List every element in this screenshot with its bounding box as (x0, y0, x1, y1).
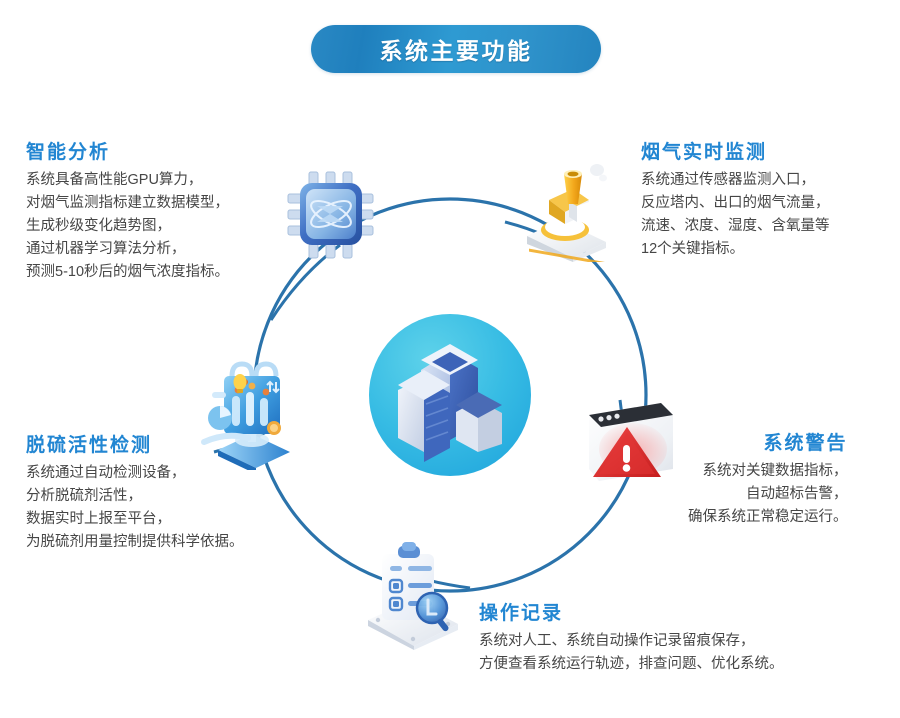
feature-title-operation-log: 操作记录 (479, 603, 564, 624)
center-circle (369, 314, 531, 476)
lab-test-tubes-icon (196, 358, 308, 470)
feature-line: 为脱硫剂用量控制提供科学依据。 (26, 534, 244, 550)
feature-block-desulfurization: 脱硫活性检测 系统通过自动检测设备， 分析脱硫剂活性， 数据实时上报至平台， 为… (26, 430, 244, 554)
feature-line: 系统对关键数据指标， (702, 463, 848, 479)
feature-title-desulfurization: 脱硫活性检测 (26, 435, 153, 456)
feature-line: 数据实时上报至平台， (26, 511, 171, 527)
feature-block-ai: 智能分析 系统具备高性能GPU算力， 对烟气监测指标建立数据模型， 生成秒级变化… (26, 137, 229, 284)
gpu-chip-icon (283, 166, 379, 266)
smoke-stack-sensor-icon (503, 156, 617, 262)
city-buildings-icon (398, 344, 502, 462)
feature-lines-operation-log: 系统对人工、系统自动操作记录留痕保存， 方便查看系统运行轨迹，排查问题、优化系统… (479, 630, 784, 676)
feature-line: 生成秒级变化趋势图， (26, 218, 171, 234)
feature-title-flue: 烟气实时监测 (641, 142, 768, 163)
feature-line: 自动超标告警， (746, 486, 848, 502)
feature-block-alert: 系统警告 系统对关键数据指标， 自动超标告警， 确保系统正常稳定运行。 (688, 428, 848, 529)
feature-line: 系统通过传感器监测入口， (641, 172, 815, 188)
feature-lines-ai: 系统具备高性能GPU算力， 对烟气监测指标建立数据模型， 生成秒级变化趋势图， … (26, 169, 229, 284)
feature-line: 流速、浓度、湿度、含氧量等 (641, 218, 830, 234)
page-title-pill: 系统主要功能 (311, 25, 601, 73)
feature-line: 系统通过自动检测设备， (26, 465, 186, 481)
feature-block-operation-log: 操作记录 系统对人工、系统自动操作记录留痕保存， 方便查看系统运行轨迹，排查问题… (479, 598, 784, 676)
feature-line: 系统对人工、系统自动操作记录留痕保存， (479, 633, 755, 649)
clipboard-search-icon (354, 538, 470, 650)
feature-line: 确保系统正常稳定运行。 (688, 509, 848, 525)
feature-lines-alert: 系统对关键数据指标， 自动超标告警， 确保系统正常稳定运行。 (688, 460, 848, 529)
page-title: 系统主要功能 (379, 38, 533, 64)
feature-line: 通过机器学习算法分析， (26, 241, 186, 257)
feature-line: 预测5-10秒后的烟气浓度指标。 (26, 264, 230, 280)
feature-line: 系统具备高性能GPU算力， (26, 172, 203, 188)
feature-line: 对烟气监测指标建立数据模型， (26, 195, 229, 211)
feature-lines-flue: 系统通过传感器监测入口， 反应塔内、出口的烟气流量， 流速、浓度、湿度、含氧量等… (641, 169, 830, 261)
feature-line: 反应塔内、出口的烟气流量， (641, 195, 830, 211)
feature-line: 分析脱硫剂活性， (26, 488, 142, 504)
feature-title-alert: 系统警告 (763, 433, 848, 454)
feature-title-ai: 智能分析 (26, 142, 111, 163)
feature-block-flue: 烟气实时监测 系统通过传感器监测入口， 反应塔内、出口的烟气流量， 流速、浓度、… (641, 137, 830, 261)
feature-line: 方便查看系统运行轨迹，排查问题、优化系统。 (479, 656, 784, 672)
feature-line: 12个关键指标。 (641, 241, 745, 257)
feature-lines-desulfurization: 系统通过自动检测设备， 分析脱硫剂活性， 数据实时上报至平台， 为脱硫剂用量控制… (26, 462, 244, 554)
warning-window-icon (575, 393, 681, 489)
